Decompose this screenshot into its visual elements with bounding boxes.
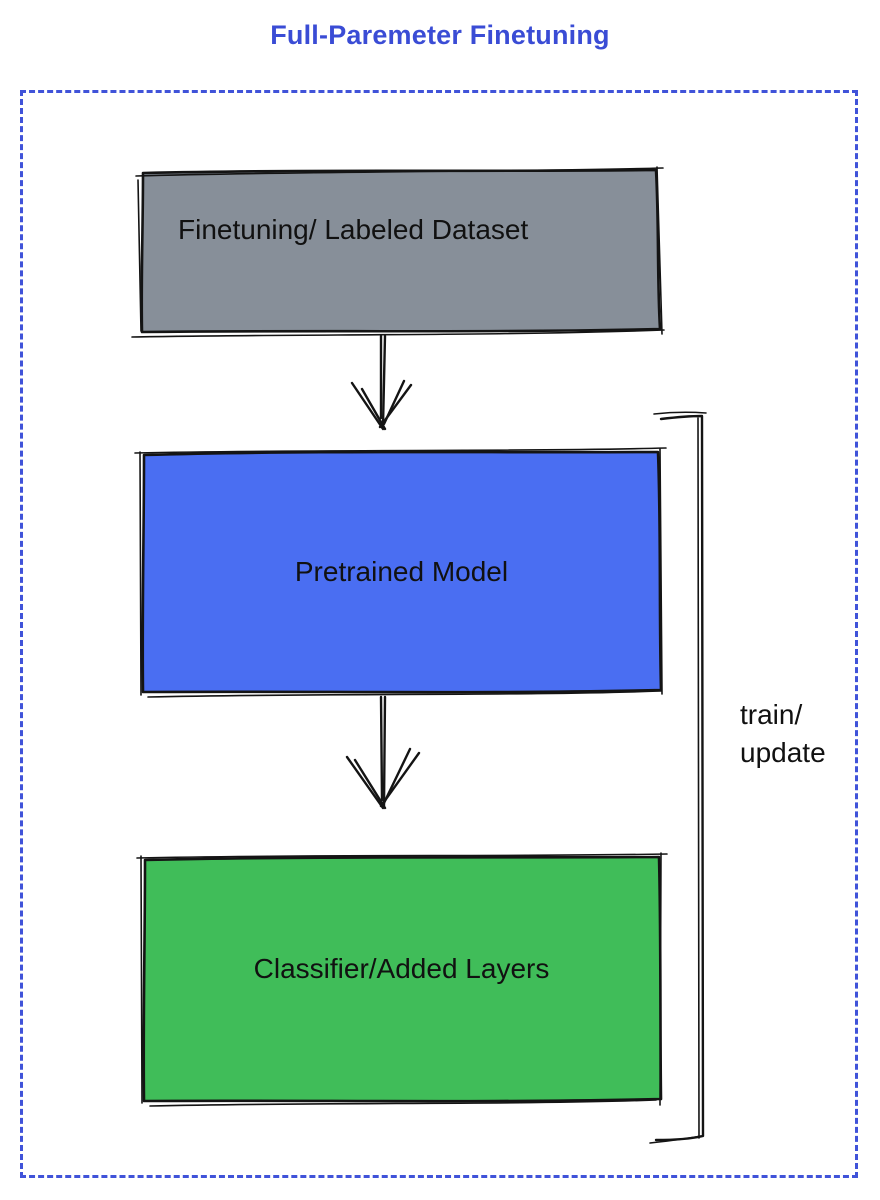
box-label-classifier-added-layers: Classifier/Added Layers — [253, 953, 550, 984]
diagram-title: Full-Paremeter Finetuning — [270, 20, 610, 50]
box-label-finetuning-dataset: Finetuning/ Labeled Dataset — [178, 214, 529, 245]
down-arrow-icon — [350, 334, 413, 431]
box-classifier-added-layers — [136, 852, 668, 1107]
down-arrow-icon — [345, 695, 421, 810]
bracket-label-line2: update — [740, 737, 826, 768]
box-pretrained-model — [134, 447, 667, 698]
box-finetuning-dataset — [131, 166, 665, 338]
sketch-group — [131, 166, 707, 1144]
right-bracket-icon — [649, 411, 707, 1144]
dashed-boundary — [20, 90, 858, 1178]
bracket-label-line1: train/ — [740, 699, 803, 730]
box-label-pretrained-model: Pretrained Model — [294, 556, 509, 587]
bracket-label: train/ update — [740, 696, 826, 772]
